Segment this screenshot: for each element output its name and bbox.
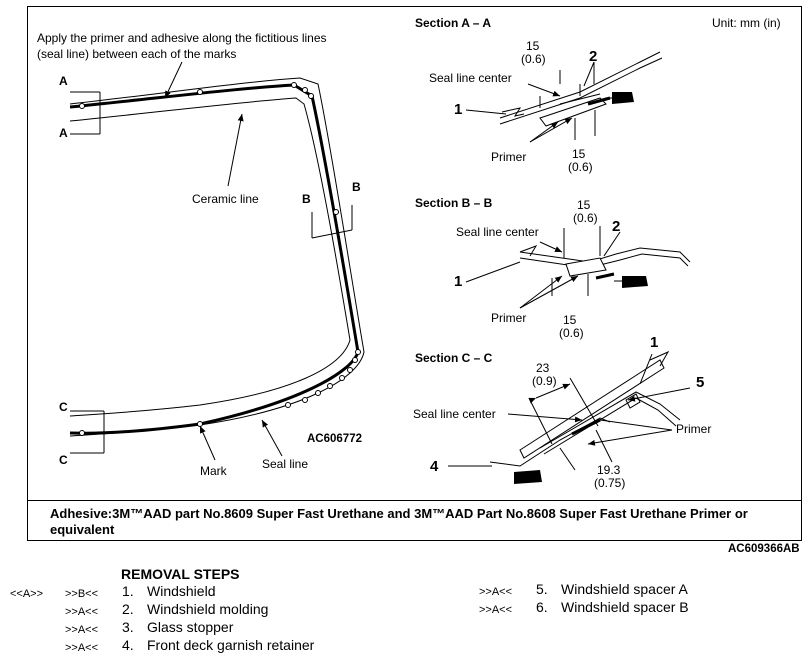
section-c-dim-bottom-mm: 19.3	[597, 463, 621, 477]
step-1-num: 1.	[122, 583, 134, 599]
step-2-text: Windshield molding	[147, 601, 269, 617]
figure-divider	[27, 500, 802, 501]
fig-code-label: AC606772	[307, 433, 362, 445]
section-b-number-2: 2	[612, 218, 621, 235]
section-b-dim-top-mm: 15	[577, 198, 591, 212]
marker-c-top: C	[59, 400, 68, 414]
seal-line-label: Seal line	[262, 457, 309, 471]
section-a-seal-line-center: Seal line center	[429, 71, 512, 85]
step-1: <<A>>	[10, 584, 43, 600]
step-2-num: 2.	[122, 601, 134, 617]
section-a-title: Section A – A	[415, 16, 492, 30]
section-b-dim-bottom-in: (0.6)	[559, 326, 584, 340]
section-b-dim-bottom-mm: 15	[563, 313, 577, 327]
step-4-ref-wrap: >>A<<	[65, 638, 98, 654]
step-5-text: Windshield spacer A	[561, 581, 688, 597]
step-4-text: Front deck garnish retainer	[147, 637, 315, 653]
section-b-primer: Primer	[491, 311, 527, 325]
step-5-ref: >>A<<	[479, 586, 513, 598]
marker-b-left: B	[302, 192, 311, 206]
ceramic-line	[69, 97, 351, 417]
section-a-number-2: 2	[589, 48, 598, 65]
step-2-ref-wrap: >>A<<	[65, 602, 98, 618]
marker-a-top: A	[59, 74, 68, 88]
step-4-num: 4.	[122, 637, 134, 653]
step-4-ref: >>A<<	[65, 642, 99, 654]
step-3-num: 3.	[122, 619, 134, 635]
step-6-ref-wrap: >>A<<	[479, 600, 512, 616]
section-b-title: Section B – B	[415, 196, 493, 210]
step-5-ref-wrap: >>A<<	[479, 582, 512, 598]
section-a-dim-top-in: (0.6)	[521, 52, 546, 66]
step-2-ref: >>A<<	[65, 606, 99, 618]
section-c-dim-top-in: (0.9)	[532, 374, 557, 388]
section-c-number-1: 1	[650, 334, 659, 351]
section-c-dim-top-mm: 23	[536, 361, 550, 375]
step-3-ref: >>A<<	[65, 624, 99, 636]
mark-label: Mark	[200, 464, 227, 478]
seal-line	[69, 83, 360, 435]
section-a-dim-bottom-in: (0.6)	[568, 160, 593, 174]
section-c-number-4: 4	[430, 458, 439, 475]
unit-label: Unit: mm (in)	[712, 16, 781, 30]
section-c-number-5: 5	[696, 374, 705, 391]
figure-code: AC609366AB	[728, 543, 800, 555]
instruction-line-2: (seal line) between each of the marks	[37, 47, 237, 61]
section-a-number-1: 1	[454, 101, 463, 118]
section-b-dim-top-in: (0.6)	[573, 211, 598, 225]
step-3-text: Glass stopper	[147, 619, 234, 635]
instruction-line-1: Apply the primer and adhesive along the …	[37, 31, 327, 45]
section-c-primer: Primer	[676, 422, 712, 436]
section-c-seal-line-center: Seal line center	[413, 407, 496, 421]
step-6-num: 6.	[536, 599, 548, 615]
step-1-pre: <<A>>	[10, 588, 44, 600]
step-1-ref: >>B<<	[65, 588, 99, 600]
step-1-text: Windshield	[147, 583, 216, 599]
section-b-seal-line-center: Seal line center	[456, 225, 539, 239]
step-6-ref: >>A<<	[479, 604, 513, 616]
marker-c-bottom: C	[59, 453, 68, 467]
section-c-title: Section C – C	[415, 351, 493, 365]
section-a-dim-bottom-mm: 15	[572, 147, 586, 161]
figure-frame	[27, 6, 802, 541]
ceramic-line-label: Ceramic line	[192, 192, 259, 206]
section-a-primer: Primer	[491, 150, 527, 164]
step-5-num: 5.	[536, 581, 548, 597]
step-1-ref-wrap: >>B<<	[65, 584, 98, 600]
adhesive-note: Adhesive:3M™AAD part No.8609 Super Fast …	[50, 506, 748, 537]
section-b-number-1: 1	[454, 273, 463, 290]
marker-b-right: B	[352, 180, 361, 194]
section-a-dim-top-mm: 15	[526, 39, 540, 53]
removal-steps-heading: REMOVAL STEPS	[121, 566, 240, 582]
marker-a-bottom: A	[59, 126, 68, 140]
section-c-dim-bottom-in: (0.75)	[594, 476, 626, 490]
step-3-ref-wrap: >>A<<	[65, 620, 98, 636]
step-6-text: Windshield spacer B	[561, 599, 689, 615]
